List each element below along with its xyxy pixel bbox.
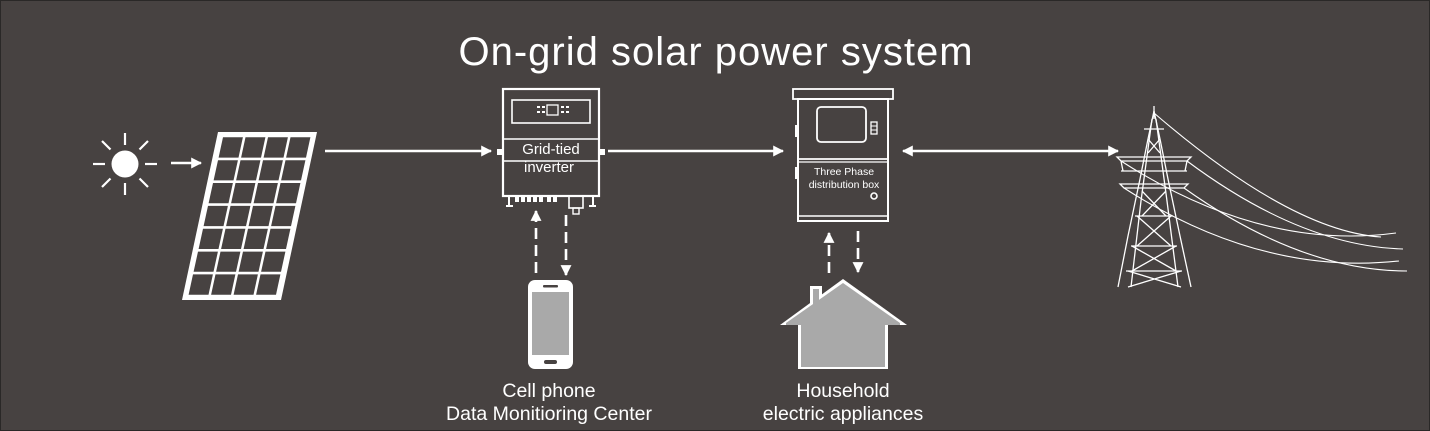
solar-cell <box>198 228 223 249</box>
inverter-label-line2: inverter <box>524 159 574 176</box>
solar-cell <box>238 251 263 272</box>
phone-caption-line2: Data Monitioring Center <box>446 403 652 425</box>
solar-cell <box>241 137 266 158</box>
solar-cell <box>218 137 243 158</box>
solar-cell <box>281 160 306 181</box>
distribution-box-label-line2: distribution box <box>809 179 880 191</box>
solar-cell <box>271 205 296 227</box>
solar-cell <box>216 251 241 272</box>
solar-cell <box>221 228 246 249</box>
solar-cell <box>253 183 278 204</box>
inverter-label-line1: Grid-tied <box>522 141 580 158</box>
cell-phone-icon <box>528 280 573 369</box>
solar-cell <box>188 274 213 295</box>
solar-panel-icon <box>182 132 317 300</box>
distribution-box-icon <box>792 88 894 222</box>
house-icon <box>780 279 907 369</box>
sun-icon <box>93 133 157 195</box>
solar-cell <box>243 228 268 249</box>
solar-cell <box>263 137 288 158</box>
solar-cell <box>261 251 286 272</box>
phone-caption-line1: Cell phone <box>502 380 595 402</box>
solar-cell <box>211 274 236 295</box>
transmission-tower-icon <box>1115 106 1193 288</box>
solar-cell <box>256 274 281 295</box>
solar-cell <box>193 251 218 272</box>
solar-cell <box>236 160 261 181</box>
solar-cell <box>286 137 311 158</box>
inverter-icon <box>497 87 605 215</box>
solar-cell <box>233 274 258 295</box>
solar-cell <box>208 183 233 204</box>
solar-cell <box>231 183 256 204</box>
solar-cell <box>248 205 273 227</box>
solar-cell <box>203 205 228 227</box>
solar-cell <box>258 160 283 181</box>
house-caption-line1: Household <box>796 380 889 402</box>
diagram-title: On-grid solar power system <box>458 30 973 74</box>
solar-cell <box>226 205 251 227</box>
solar-cell <box>213 160 238 181</box>
solar-cell <box>276 183 301 204</box>
distribution-box-label-line1: Three Phase <box>814 166 874 178</box>
solar-cell <box>266 228 291 249</box>
house-caption-line2: electric appliances <box>763 403 924 425</box>
power-lines <box>1120 112 1408 272</box>
